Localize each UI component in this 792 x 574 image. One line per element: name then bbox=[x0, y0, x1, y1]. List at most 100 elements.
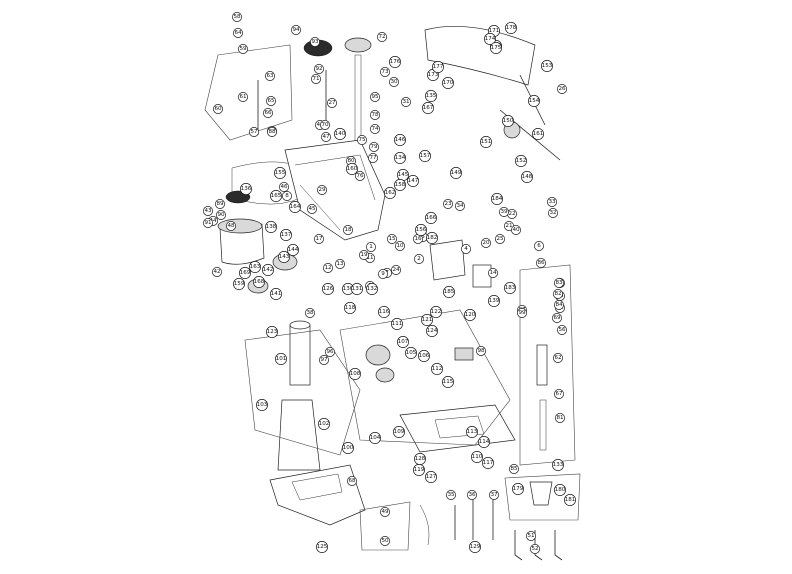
callout-circle bbox=[418, 350, 430, 362]
callout-circle bbox=[334, 128, 346, 140]
part-callout-8: 8 bbox=[282, 191, 292, 201]
callout-circle bbox=[265, 71, 275, 81]
callout-circle bbox=[213, 104, 223, 114]
callout-number: 105 bbox=[406, 350, 417, 356]
callout-circle bbox=[238, 44, 248, 54]
callout-circle bbox=[263, 108, 273, 118]
callout-circle bbox=[274, 167, 286, 179]
callout-circle bbox=[397, 336, 409, 348]
callout-circle bbox=[426, 232, 438, 244]
column-top bbox=[289, 320, 311, 330]
callout-circle bbox=[484, 33, 496, 45]
callout-circle bbox=[359, 250, 369, 260]
callout-number: 153 bbox=[542, 63, 553, 69]
callout-number: 18 bbox=[344, 227, 352, 233]
callout-circle bbox=[226, 221, 236, 231]
part-callout-32: 32 bbox=[548, 208, 558, 218]
callout-number: 59 bbox=[239, 46, 247, 52]
callout-circle bbox=[344, 302, 356, 314]
part-callout-154: 154 bbox=[528, 95, 540, 107]
callout-number: 144 bbox=[288, 247, 299, 253]
callout-circle bbox=[216, 210, 226, 220]
callout-circle bbox=[548, 208, 558, 218]
callout-circle bbox=[370, 110, 380, 120]
part-callout-125: 125 bbox=[316, 541, 328, 553]
callout-circle bbox=[291, 25, 301, 35]
column-rod bbox=[539, 399, 547, 451]
part-callout-138: 138 bbox=[265, 221, 277, 233]
part-callout-33: 33 bbox=[547, 197, 557, 207]
callout-circle bbox=[342, 442, 354, 454]
table-bracket bbox=[365, 344, 391, 366]
part-callout-103: 103 bbox=[256, 399, 268, 411]
callout-circle bbox=[343, 225, 353, 235]
part-callout-136: 136 bbox=[240, 183, 252, 195]
callout-circle bbox=[554, 484, 566, 496]
callout-number: 65 bbox=[267, 98, 275, 104]
callout-circle bbox=[491, 193, 503, 205]
part-callout-49: 49 bbox=[380, 507, 390, 517]
part-callout-140: 140 bbox=[334, 128, 346, 140]
part-callout-14: 14 bbox=[488, 268, 498, 278]
callout-number: 45 bbox=[308, 206, 316, 212]
part-callout-111: 111 bbox=[391, 318, 403, 330]
part-callout-116: 116 bbox=[378, 306, 390, 318]
part-callout-79: 79 bbox=[369, 142, 379, 152]
part-callout-174: 174 bbox=[484, 33, 496, 45]
part-callout-163: 163 bbox=[249, 261, 261, 273]
callout-number: 171 bbox=[489, 28, 500, 34]
part-callout-89: 89 bbox=[215, 199, 225, 209]
callout-circle bbox=[528, 95, 540, 107]
part-callout-43: 43 bbox=[203, 206, 213, 216]
callout-circle bbox=[305, 308, 315, 318]
part-callout-23: 23 bbox=[443, 199, 453, 209]
callout-circle bbox=[387, 234, 397, 244]
callout-number: 134 bbox=[395, 155, 406, 161]
part-callout-65: 65 bbox=[266, 96, 276, 106]
part-callout-148: 148 bbox=[521, 171, 533, 183]
callout-number: 82 bbox=[554, 291, 561, 297]
part-callout-24: 24 bbox=[391, 265, 401, 275]
callout-circle bbox=[499, 207, 509, 217]
callout-circle bbox=[395, 241, 405, 251]
part-callout-35: 35 bbox=[446, 490, 456, 500]
callout-number: 4 bbox=[464, 246, 468, 252]
column-group-outline bbox=[244, 329, 361, 456]
part-callout-135: 135 bbox=[425, 90, 437, 102]
callout-number: 48 bbox=[227, 223, 235, 229]
part-callout-126: 126 bbox=[322, 283, 334, 295]
callout-number: 5 bbox=[421, 234, 425, 240]
callout-number: 157 bbox=[420, 153, 431, 159]
callout-circle bbox=[482, 457, 494, 469]
part-callout-129: 129 bbox=[469, 541, 481, 553]
callout-number: 117 bbox=[483, 460, 494, 466]
callout-circle bbox=[389, 56, 401, 68]
callout-circle bbox=[316, 541, 328, 553]
callout-number: 27 bbox=[328, 100, 336, 106]
spindle-pulley-top bbox=[344, 37, 372, 53]
callout-circle bbox=[521, 171, 533, 183]
callout-number: 39 bbox=[500, 209, 508, 215]
callout-circle bbox=[368, 153, 378, 163]
part-callout-73: 73 bbox=[380, 67, 390, 77]
switch-box bbox=[429, 239, 466, 281]
callout-circle bbox=[394, 179, 406, 191]
callout-number: 56 bbox=[558, 327, 566, 333]
part-callout-48: 48 bbox=[226, 221, 236, 231]
part-callout-70: 70 bbox=[320, 120, 330, 130]
callout-circle bbox=[278, 251, 290, 263]
callout-circle bbox=[419, 150, 431, 162]
callout-number: 160 bbox=[347, 166, 358, 172]
callout-circle bbox=[553, 353, 563, 363]
part-callout-120: 120 bbox=[464, 309, 476, 321]
callout-number: 162 bbox=[385, 190, 396, 196]
callout-circle bbox=[389, 77, 399, 87]
part-callout-159: 159 bbox=[233, 278, 245, 290]
callout-number: 52 bbox=[531, 546, 538, 552]
callout-circle bbox=[515, 155, 527, 167]
callout-number: 30 bbox=[390, 79, 398, 85]
callout-number: 35 bbox=[447, 492, 455, 498]
callout-number: 83 bbox=[555, 280, 563, 286]
callout-number: 113 bbox=[467, 429, 478, 435]
